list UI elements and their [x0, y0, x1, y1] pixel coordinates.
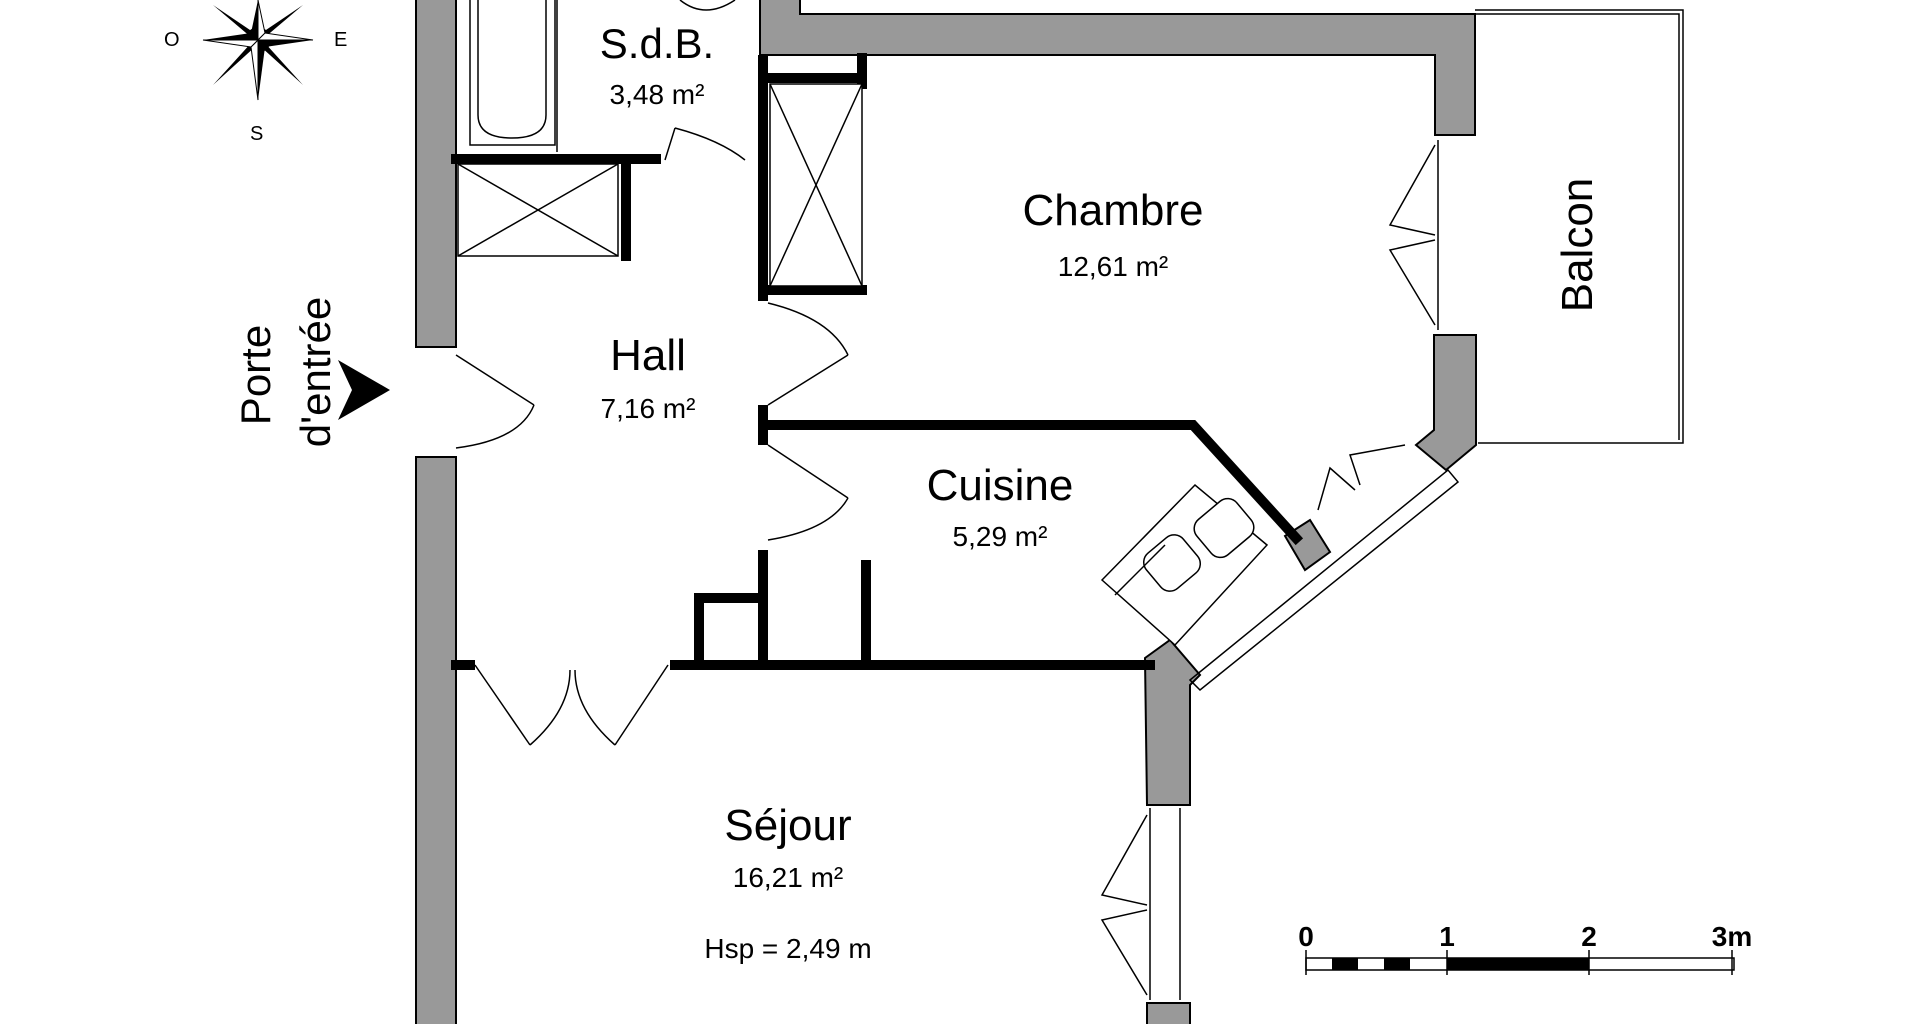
kitchen-window-leaf-2: [1349, 444, 1406, 486]
chambre-window-leaf-2: [1388, 239, 1436, 326]
sdb-area: 3,48 m²: [610, 79, 705, 110]
bathtub-basin: [477, 0, 547, 139]
hall-closet-wall: [694, 593, 765, 665]
north-wall: [759, 0, 1476, 136]
bathtub: [469, 0, 556, 146]
scale-tick-0: 0: [1298, 921, 1314, 952]
sejour-label: Séjour: [724, 801, 851, 850]
west-wall-upper: [415, 0, 457, 348]
sejour-ceiling-height: Hsp = 2,49 m: [704, 933, 871, 964]
chambre-label: Chambre: [1023, 186, 1204, 235]
sejour-door-leaf-left: [474, 664, 531, 746]
chambre-area: 12,61 m²: [1058, 251, 1169, 282]
sdb-door-arc: [674, 127, 746, 161]
sejour-door-leaf-right: [614, 664, 669, 746]
scale-bar: [1305, 950, 1735, 975]
compass-west-label: O: [164, 29, 180, 51]
sdb-door-leaf: [664, 127, 676, 161]
entrance-door-arc-top: [455, 404, 535, 449]
sejour-door-arc-right: [574, 669, 616, 746]
wardrobe-cross-2: [769, 83, 863, 287]
entrance-arrow-icon: [338, 360, 390, 420]
interior-walls: [451, 53, 1304, 670]
entrance-door-leaf-top: [455, 354, 535, 406]
sejour-window-leaf-2: [1100, 909, 1148, 996]
sejour-area: 16,21 m²: [733, 862, 844, 893]
balcony-outline-inner: [1475, 13, 1680, 440]
doors: [455, 127, 1439, 1000]
kitchen-window-leaf-1: [1317, 466, 1356, 511]
compass-rose-icon: [202, 0, 314, 101]
sejour-window-leaf-1: [1100, 814, 1148, 906]
scale-tick-1: 1: [1439, 921, 1455, 952]
washbasin: [679, 0, 736, 11]
east-wall-sejour-lower: [1146, 1002, 1191, 1024]
exterior-walls: [415, 0, 1477, 1024]
entrance-label-line2: d'entrée: [292, 297, 339, 447]
hall-area: 7,16 m²: [601, 393, 696, 424]
chambre-window-leaf-1: [1388, 144, 1436, 236]
scale-tick-2: 2: [1581, 921, 1597, 952]
hall-label: Hall: [610, 331, 686, 380]
balcon-label: Balcon: [1553, 178, 1602, 313]
entrance-label-line1: Porte: [232, 325, 279, 425]
kitchen-window-strip: [1188, 468, 1460, 692]
sink-right: [1193, 497, 1255, 559]
chambre-door-leaf: [767, 354, 849, 406]
cuisine-label: Cuisine: [927, 461, 1074, 510]
west-wall-lower: [415, 456, 457, 1024]
cuisine-door-arc: [767, 497, 849, 541]
sink-left: [1142, 534, 1202, 592]
balcony: [1475, 9, 1684, 444]
compass-east-label: E: [334, 29, 347, 51]
compass-south-label: S: [250, 123, 263, 145]
chambre-door-arc: [767, 302, 849, 356]
kitchen-north-wall: [763, 420, 1304, 546]
sdb-label: S.d.B.: [600, 20, 714, 67]
east-wall-chambre: [1414, 334, 1477, 472]
scale-tick-3: 3m: [1712, 921, 1752, 952]
fixtures: [457, 0, 1460, 692]
cuisine-door-leaf: [767, 444, 849, 499]
balcony-outline: [1475, 9, 1684, 444]
linen-closet-cross-2: [457, 163, 619, 257]
sejour-door-arc-left: [529, 669, 571, 746]
counter-drain-line: [1114, 544, 1166, 596]
cuisine-area: 5,29 m²: [953, 521, 1048, 552]
